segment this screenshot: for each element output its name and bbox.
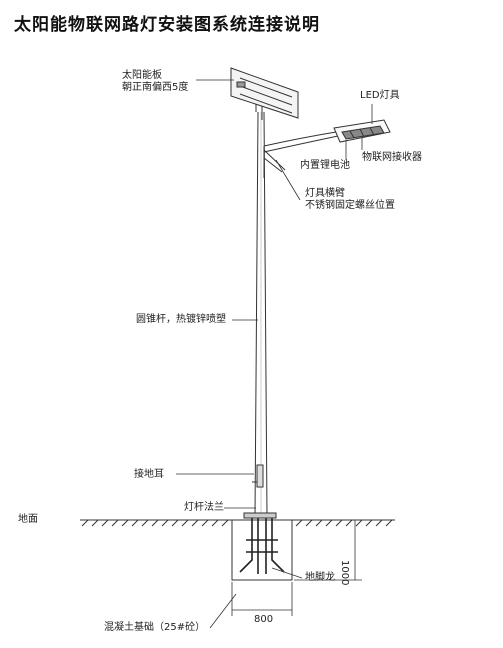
arm-label-line2: 不锈钢固定螺丝位置 <box>305 200 395 211</box>
concrete-foundation <box>231 519 293 581</box>
solar-panel-label-line2: 朝正南偏西5度 <box>122 82 189 93</box>
grounding-lug-part <box>252 464 264 488</box>
led-lamp-label: LED灯具 <box>360 90 400 101</box>
diagram-title: 太阳能物联网路灯安装图系统连接说明 <box>14 15 320 35</box>
width-dimension-label: 800 <box>254 614 274 625</box>
arm-label-line1: 灯具横臂 <box>305 188 345 199</box>
iot-receiver-label: 物联网接收器 <box>362 152 422 163</box>
anchor-cage-label: 地脚龙 <box>305 572 335 583</box>
solar-panel <box>230 67 299 120</box>
flange-label: 灯杆法兰 <box>184 502 224 513</box>
arm-label: 灯具横臂 不锈钢固定螺丝位置 <box>305 188 395 212</box>
pole <box>254 111 268 516</box>
ground-line <box>80 519 395 527</box>
pole-label: 圆锥杆，热镀锌喷塑 <box>136 314 226 325</box>
flange-plate <box>243 512 277 519</box>
lamp-arm <box>263 131 339 178</box>
led-lamp-head <box>333 119 391 143</box>
solar-panel-label: 太阳能板 朝正南偏西5度 <box>122 70 188 94</box>
solar-panel-label-line1: 太阳能板 <box>122 70 162 81</box>
ground-label: 地面 <box>18 514 38 525</box>
width-dimension-lines <box>231 582 293 616</box>
grounding-lug-label: 接地耳 <box>134 469 164 480</box>
anchor-cage-part <box>239 518 285 574</box>
leader-lines <box>176 79 373 629</box>
foundation-label: 混凝土基础（25#砼） <box>104 622 206 633</box>
depth-dimension-label: 1000 <box>339 560 350 586</box>
depth-dimension-lines <box>294 519 362 581</box>
battery-label: 内置锂电池 <box>300 160 350 171</box>
